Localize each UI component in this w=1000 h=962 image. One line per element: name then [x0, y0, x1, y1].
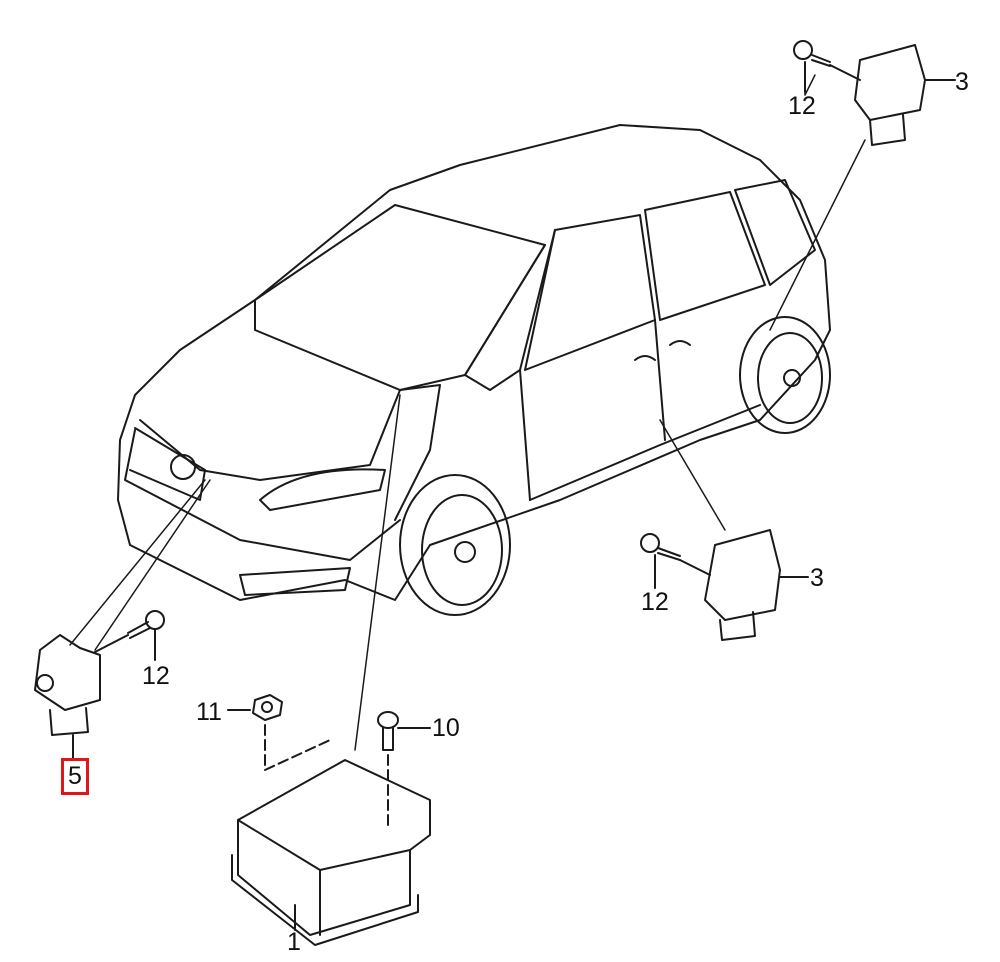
callout-control-unit: 1 [287, 928, 301, 956]
callout-sensor-side: 3 [810, 564, 824, 592]
side-sensor-drawing [640, 529, 809, 641]
callout-nut: 11 [196, 698, 222, 726]
callout-bolt: 10 [432, 714, 460, 742]
control-unit-drawing [231, 739, 431, 946]
callout-sensor-rear: 3 [955, 68, 969, 96]
callout-screw-side: 12 [641, 588, 669, 616]
callout-screw-rear: 12 [788, 92, 816, 120]
callout-screw-front: 12 [142, 662, 170, 690]
fastener-drawing [227, 694, 431, 831]
front-sensor-drawing [34, 610, 165, 759]
callout-sensor-front-highlighted: 5 [61, 758, 89, 795]
rear-sensor-drawing [793, 40, 956, 146]
vehicle-drawing [117, 124, 831, 616]
